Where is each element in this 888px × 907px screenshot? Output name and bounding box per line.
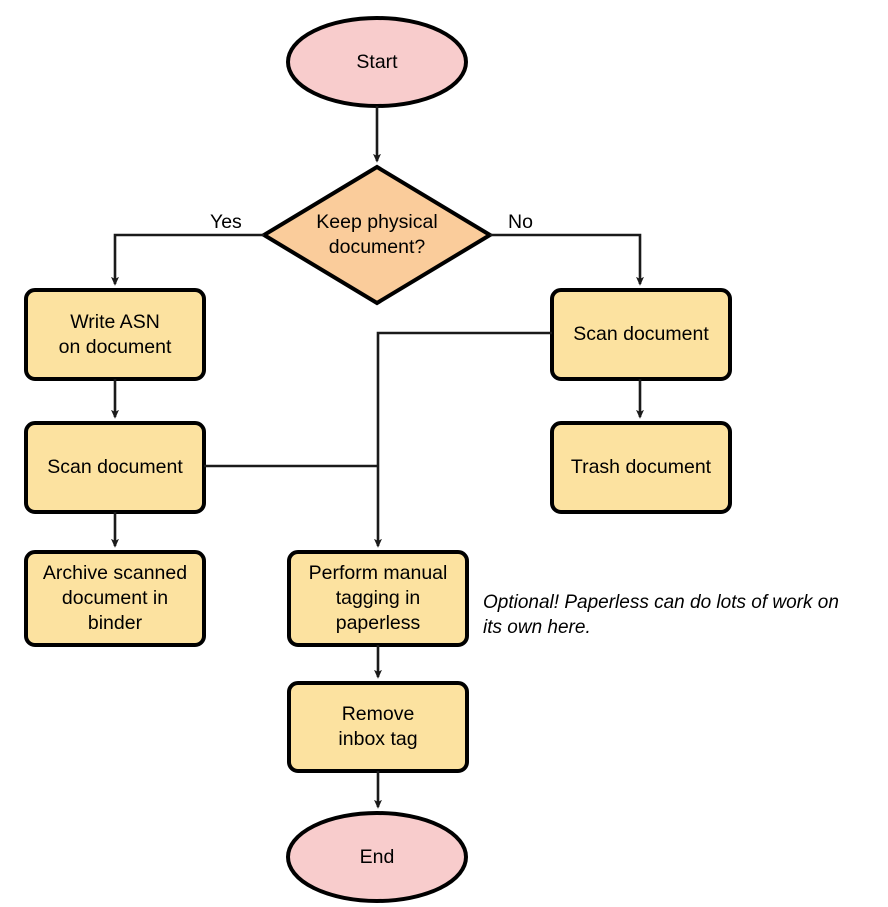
- edge-label-no: No: [508, 211, 533, 233]
- node-end-shape[interactable]: [286, 811, 468, 903]
- node-trash-document-shape[interactable]: [550, 421, 732, 514]
- node-archive-binder-shape[interactable]: [24, 550, 206, 647]
- optional-note: Optional! Paperless can do lots of work …: [483, 592, 839, 638]
- node-manual-tagging-shape[interactable]: [287, 550, 469, 647]
- node-decision-keep-physical-shape[interactable]: [260, 164, 494, 306]
- edge-label-yes: Yes: [210, 211, 242, 233]
- edge-decision-no-to-scan-right: [490, 233, 644, 286]
- node-scan-document-left-shape[interactable]: [24, 421, 206, 514]
- node-scan-document-right-shape[interactable]: [550, 288, 732, 381]
- node-start-shape[interactable]: [286, 16, 468, 108]
- node-write-asn-shape[interactable]: [24, 288, 206, 381]
- edge-decision-yes-to-write-asn: [111, 233, 264, 286]
- edge-scan-right-to-manual-tagging: [374, 331, 552, 548]
- node-remove-inbox-tag-shape[interactable]: [287, 681, 469, 773]
